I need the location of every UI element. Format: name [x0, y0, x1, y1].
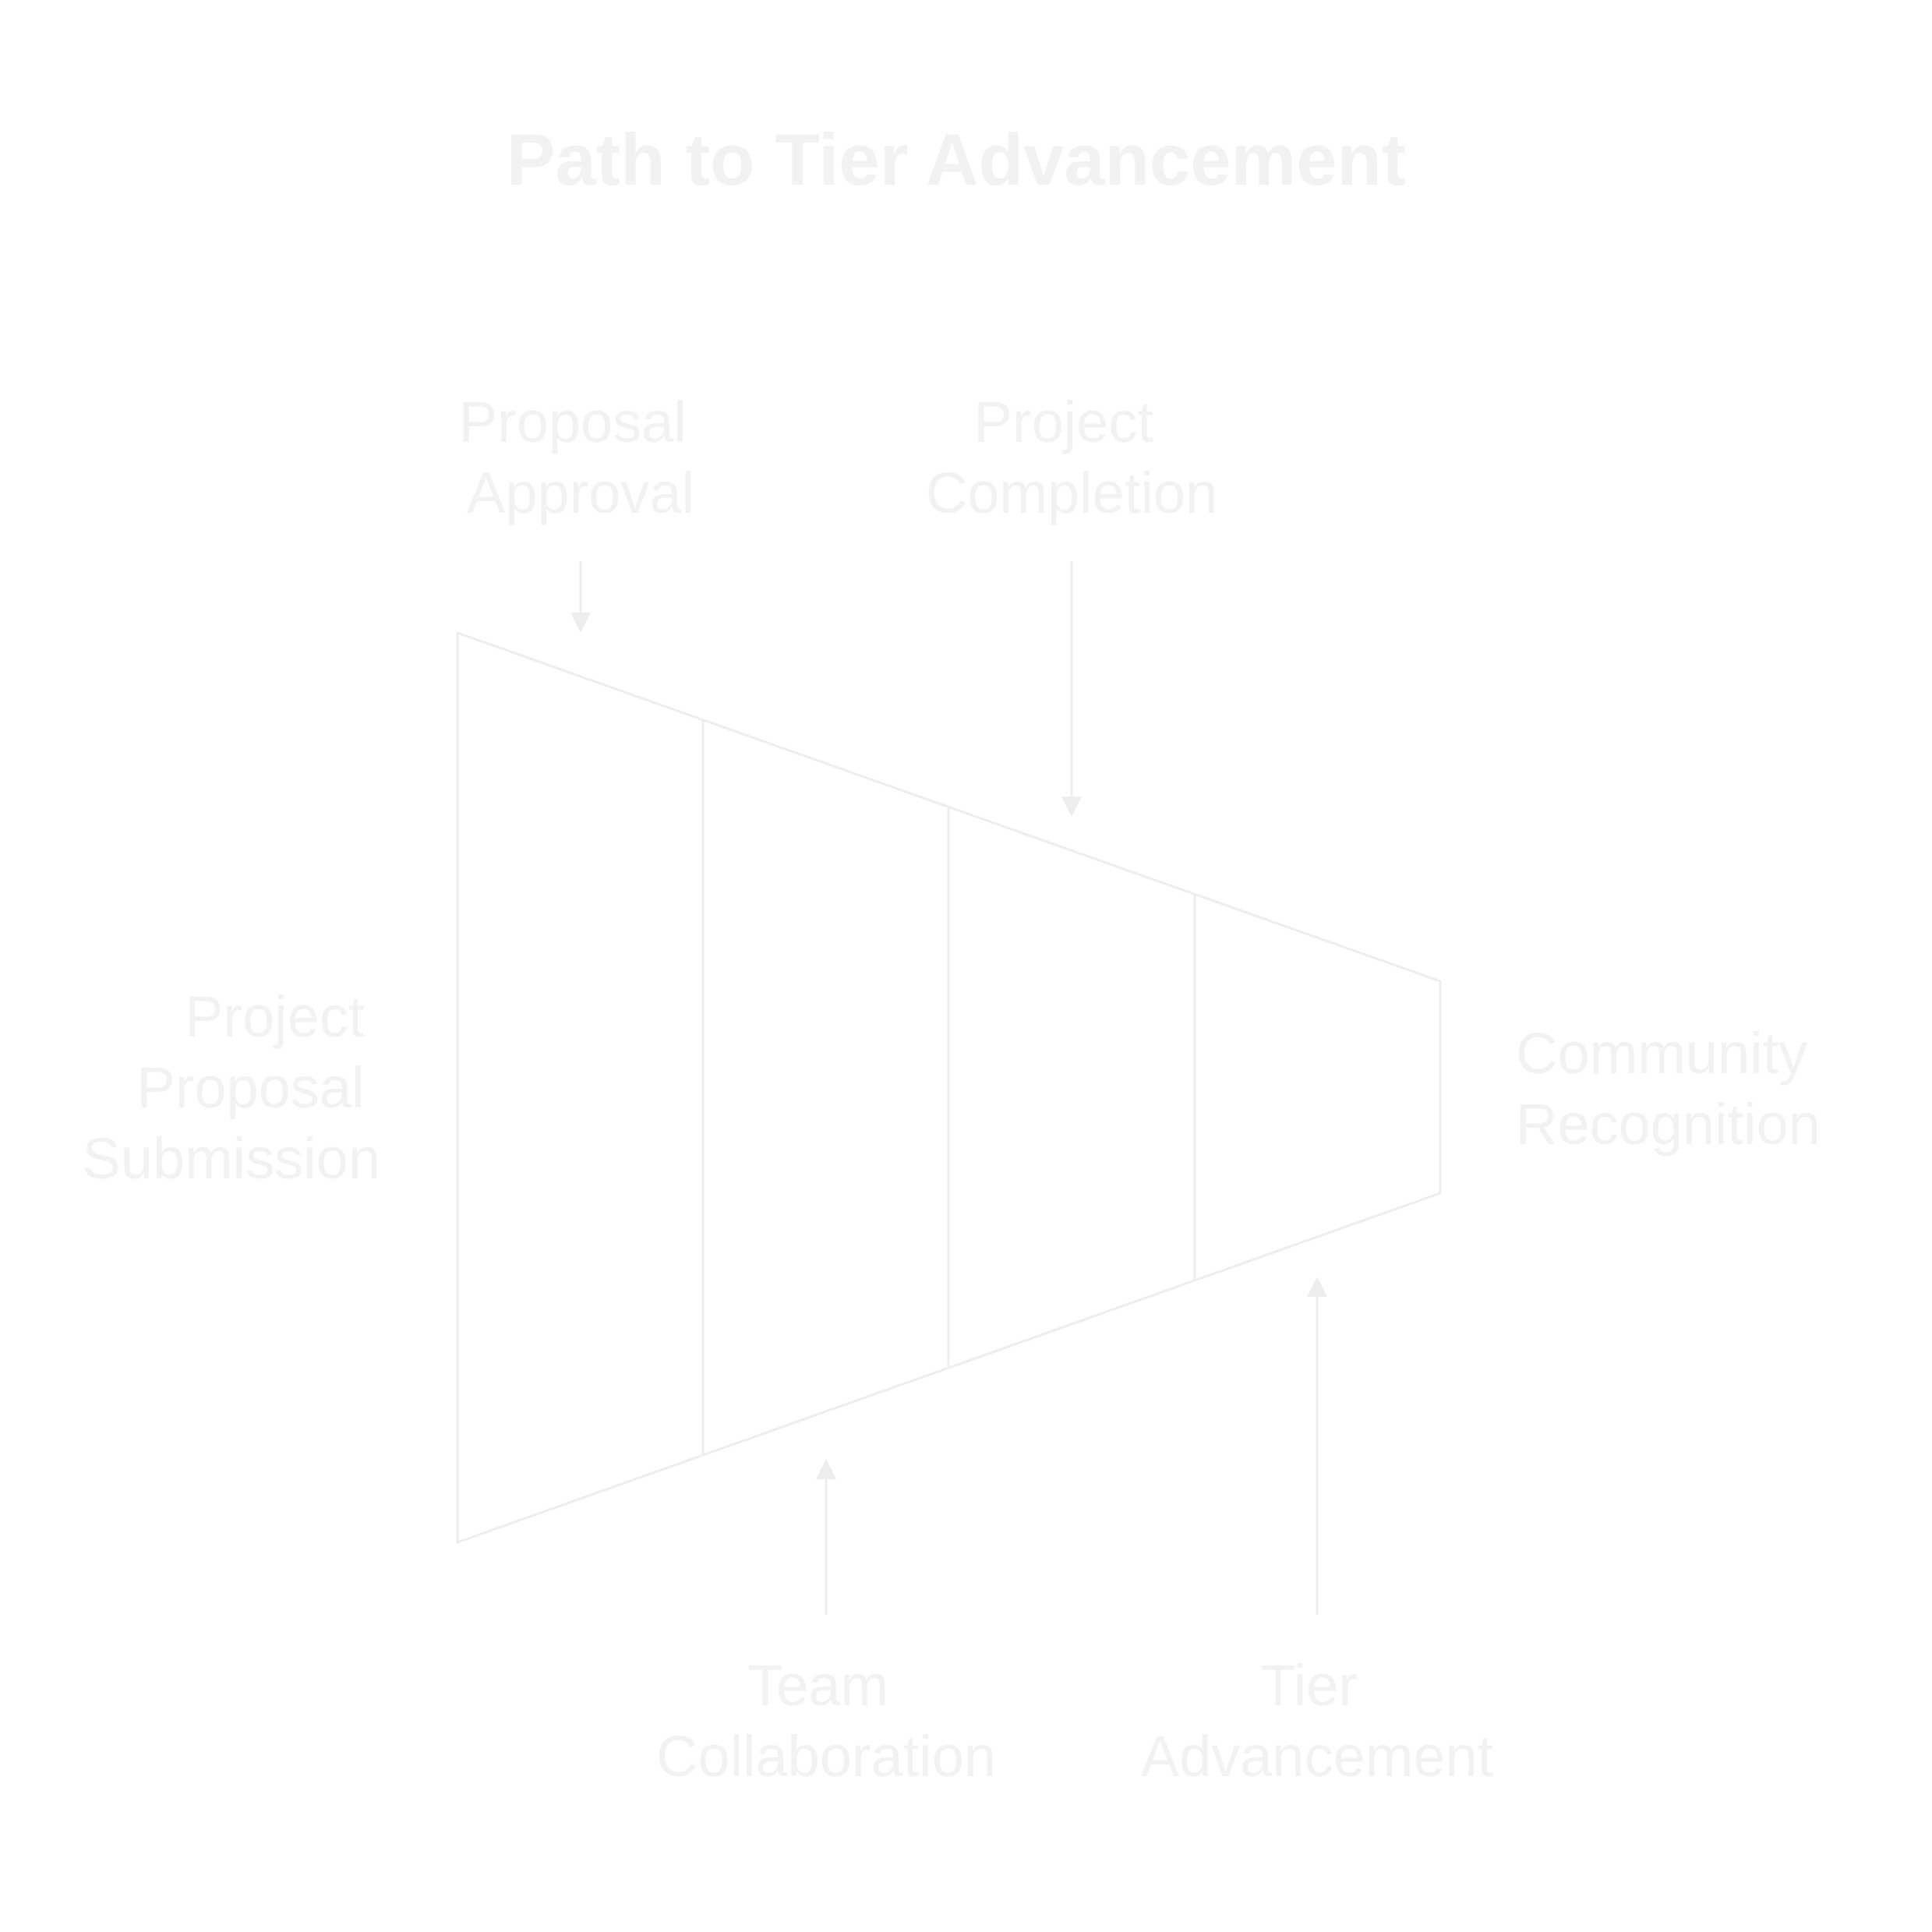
label-proposal-approval: Proposal Approval: [459, 390, 703, 525]
arrow-up-icon: [1307, 1277, 1327, 1297]
diagram-title: Path to Tier Advancement: [507, 118, 1406, 200]
label-community-recognition: Community Recognition: [1516, 1021, 1824, 1157]
arrow-down-icon: [1061, 796, 1082, 817]
funnel-outline: [456, 630, 1442, 1545]
label-project-completion: Project Completion: [926, 390, 1217, 525]
arrow-down-icon: [570, 613, 591, 633]
arrow-up-icon: [816, 1459, 836, 1479]
label-project-proposal-submission: Project Proposal Submission: [82, 984, 380, 1191]
label-tier-advancement: Tier Advancement: [1141, 1653, 1494, 1789]
label-team-collaboration: Team Collaboration: [656, 1653, 996, 1789]
